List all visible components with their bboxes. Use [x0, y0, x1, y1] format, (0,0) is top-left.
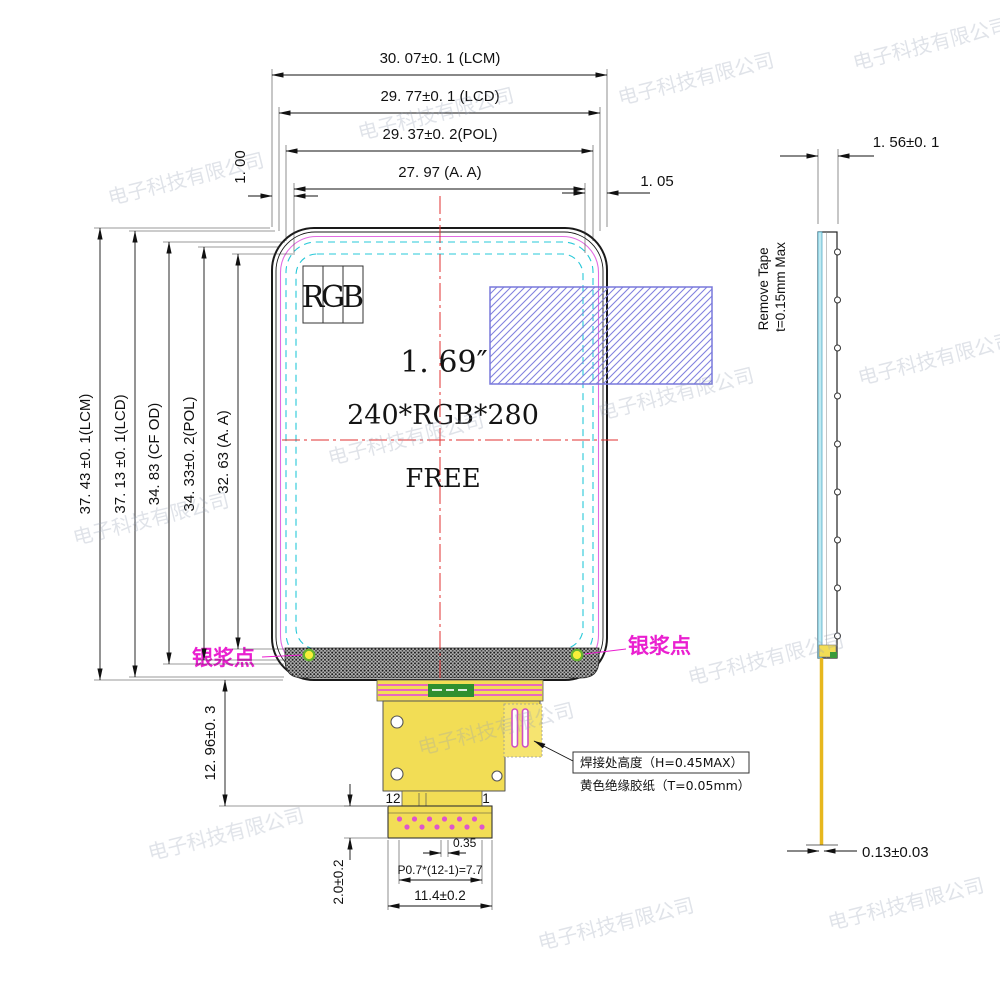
rgb-letter-b: B — [342, 280, 364, 315]
dim-module-thickness: 1. 56±0. 1 — [873, 134, 940, 151]
dim-fpc-thickness: 0.13±0.03 — [862, 844, 929, 861]
side-remove-tape-layer — [817, 231, 823, 659]
solder-slot — [511, 708, 519, 748]
watermark-text: 电子科技有限公司 — [535, 893, 696, 955]
fpc: 12 1 焊接处高度（H=0.45MAX） 黄色绝缘胶纸（T=0.05mm） — [376, 679, 750, 839]
connector: 12 1 — [385, 791, 493, 839]
fpc-part-label-mark — [446, 689, 454, 691]
panel-size-text: 1. 69″ — [400, 345, 488, 380]
watermark-text: 电子科技有限公司 — [850, 13, 1000, 75]
top-dimensions: 30. 07±0. 1 (LCM) 29. 77±0. 1 (LCD) 29. … — [232, 50, 674, 253]
dim-pol-width: 29. 37±0. 2(POL) — [383, 126, 498, 143]
dim-lcd-width: 29. 77±0. 1 (LCD) — [380, 88, 499, 105]
connector-dimensions: 0.35 P0.7*(12-1)=7.7 11.4±0.2 — [387, 836, 493, 910]
panel-free-text: FREE — [405, 464, 481, 494]
dim-fpc-length: 12. 96±0. 3 — [202, 706, 219, 781]
watermark-text: 电子科技有限公司 — [825, 873, 986, 935]
solder-note-leader — [533, 740, 574, 762]
fpc-part-label-mark — [432, 689, 442, 691]
remove-tape-note: Remove Tape t=0.15mm Max — [756, 242, 788, 332]
silver-paste-leader-right — [584, 648, 627, 655]
silver-paste-dot-right — [570, 648, 584, 662]
fpc-part-label-mark — [458, 689, 467, 691]
solder-note-line1: 焊接处高度（H=0.45MAX） — [580, 755, 743, 770]
silver-paste-label-left: 银浆点 — [192, 646, 255, 670]
watermark-text: 电子科技有限公司 — [145, 803, 306, 865]
rgb-letter-g: G — [321, 280, 345, 315]
silver-paste-dot-left — [302, 648, 316, 662]
front-view: R G B 1. 69″ 240*RGB*280 FREE 银浆点 银浆点 — [192, 196, 713, 700]
solder-note-line2: 黄色绝缘胶纸（T=0.05mm） — [580, 778, 750, 793]
dim-aa-width: 27. 97 (A. A) — [398, 164, 481, 181]
bonding-strip — [284, 647, 600, 679]
dim-pad-width: 0.35 — [453, 836, 477, 850]
dim-pol-height: 34. 33±0. 2(POL) — [181, 397, 198, 512]
pin-number-1: 1 — [482, 791, 490, 806]
side-bumps — [834, 248, 841, 640]
dim-connector-width: 11.4±0.2 — [414, 888, 465, 903]
pin-number-12: 12 — [385, 791, 400, 806]
rgb-box-b — [342, 265, 364, 324]
fpc-hole — [390, 715, 404, 729]
solder-slot — [521, 708, 529, 748]
dim-pin-pitch: P0.7*(12-1)=7.7 — [397, 863, 482, 877]
fpc-neck — [401, 790, 483, 807]
remove-tape-line2: t=0.15mm Max — [773, 242, 788, 332]
rgb-filter: R G B — [302, 265, 364, 324]
left-dimensions: 37. 43 ±0. 1(LCM) 37. 13 ±0. 1(LCD) 34. … — [77, 227, 387, 905]
connector-body — [387, 805, 493, 839]
dim-lcd-height: 37. 13 ±0. 1(LCD) — [112, 394, 129, 513]
silver-paste-leader-left — [261, 654, 303, 658]
remove-tape-line1: Remove Tape — [756, 247, 771, 330]
dim-lcm-width: 30. 07±0. 1 (LCM) — [380, 50, 501, 67]
solder-note: 焊接处高度（H=0.45MAX） 黄色绝缘胶纸（T=0.05mm） — [533, 740, 750, 793]
side-view: 1. 56±0. 1 Remove Tape t=0.15mm Max 0.13… — [756, 134, 939, 861]
dim-left-border: 1. 00 — [232, 150, 249, 183]
dim-aa-height: 32. 63 (A. A) — [215, 410, 232, 493]
dim-connector-height: 2.0±0.2 — [331, 860, 346, 905]
side-green-bond — [830, 652, 837, 658]
protective-tape-hatched — [489, 286, 713, 385]
fpc-hole — [491, 770, 503, 782]
silver-paste-label-right: 银浆点 — [628, 634, 691, 658]
dim-cf-height: 34. 83 (CF OD) — [146, 403, 163, 506]
watermark-text: 电子科技有限公司 — [615, 48, 776, 110]
watermark-text: 电子科技有限公司 — [855, 328, 1000, 390]
rgb-letter-r: R — [302, 280, 326, 315]
dim-right-border: 1. 05 — [640, 173, 673, 190]
connector-pads — [396, 816, 485, 830]
dim-lcm-height: 37. 43 ±0. 1(LCM) — [77, 394, 94, 515]
fpc-hole — [390, 767, 404, 781]
panel-resolution-text: 240*RGB*280 — [347, 400, 539, 431]
solder-note-box — [572, 751, 750, 774]
